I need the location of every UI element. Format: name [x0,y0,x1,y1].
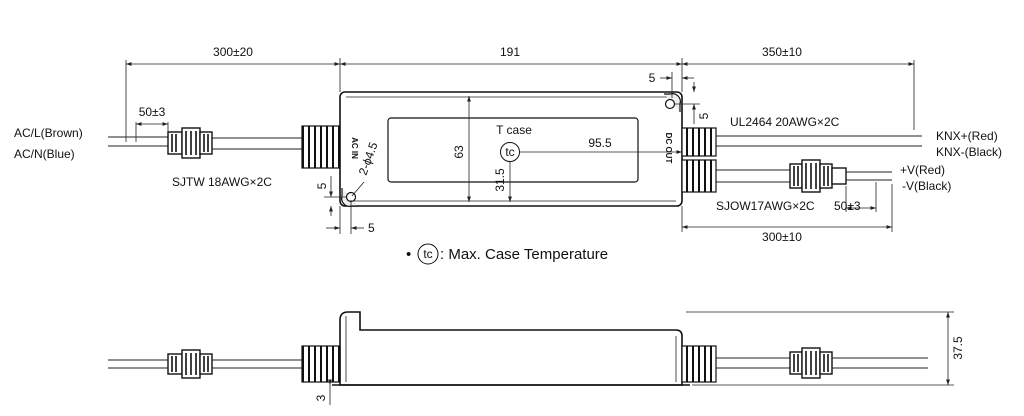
tc-title: T case [496,123,532,137]
tc-legend: • tc : Max. Case Temperature [406,243,608,265]
legend-bullet: • [406,246,411,263]
label-v-plus: +V(Red) [900,163,945,177]
label-knx-cable: UL2464 20AWG×2C [730,115,840,129]
dim-hole-side-offset-right: 5 [697,112,711,119]
hole-offset-dims-left: 5 5 [315,176,375,235]
label-v-minus: -V(Black) [902,179,951,193]
dim-knx-cable: 350±10 [762,45,802,59]
dim-height: 37.5 [951,336,965,360]
ac-in-mark: AC IN [350,137,359,159]
dim-hole-side-offset-left: 5 [368,221,375,235]
left-strain-relief [301,125,341,169]
label-knx-plus: KNX+(Red) [936,129,998,143]
dim-tc-length: 95.5 [588,136,612,150]
dim-case-length: 191 [500,45,520,59]
side-view: 37.5 3 [108,311,965,405]
output-cable: +V(Red) -V(Black) SJOW17AWG×2C 50±3 300±… [681,159,951,244]
dim-hole-bottom-offset: 5 [315,182,329,189]
output-connector [789,159,847,193]
label-output-cable: SJOW17AWG×2C [716,199,815,213]
legend-text: : Max. Case Temperature [440,246,608,263]
dim-strip-right: 50±3 [834,199,861,213]
dim-output-cable: 300±10 [762,230,802,244]
label-knx-minus: KNX-(Black) [936,145,1002,159]
knx-cable: UL2464 20AWG×2C KNX+(Red) KNX-(Black) [716,90,1002,159]
dim-hole-top-offset: 5 [649,71,656,85]
legend-symbol: tc [423,247,432,261]
dim-input-cable: 300±20 [213,45,253,59]
label-ac-n: AC/N(Blue) [14,147,75,161]
top-dimension-chain: 300±20 191 350±10 [125,45,915,142]
label-ac-l: AC/L(Brown) [14,126,83,140]
side-output-connector [789,347,833,379]
dim-base: 3 [314,394,328,401]
dim-strip-left: 50±3 [139,105,166,119]
case-body-top: 63 31.5 95.5 T case tc 2-ϕ4.5 AC IN DC O… [339,91,683,207]
right-strain-reliefs [681,127,717,193]
side-input-connector [167,349,213,379]
tc-symbol: tc [505,145,514,159]
dim-tc-height: 31.5 [493,168,507,192]
input-connector [167,127,213,159]
dim-case-width: 63 [452,145,466,159]
dc-out-mark: DC OUT [664,133,673,164]
input-cable: 50±3 AC/L(Brown) AC/N(Blue) SJTW 18AWG×2… [14,105,302,189]
case-body-side [339,311,683,386]
hole-offset-dims-right: 5 5 [649,71,711,124]
top-view: 300±20 191 350±10 50±3 [14,45,1002,244]
tc-point [500,142,520,162]
label-input-cable: SJTW 18AWG×2C [172,175,272,189]
